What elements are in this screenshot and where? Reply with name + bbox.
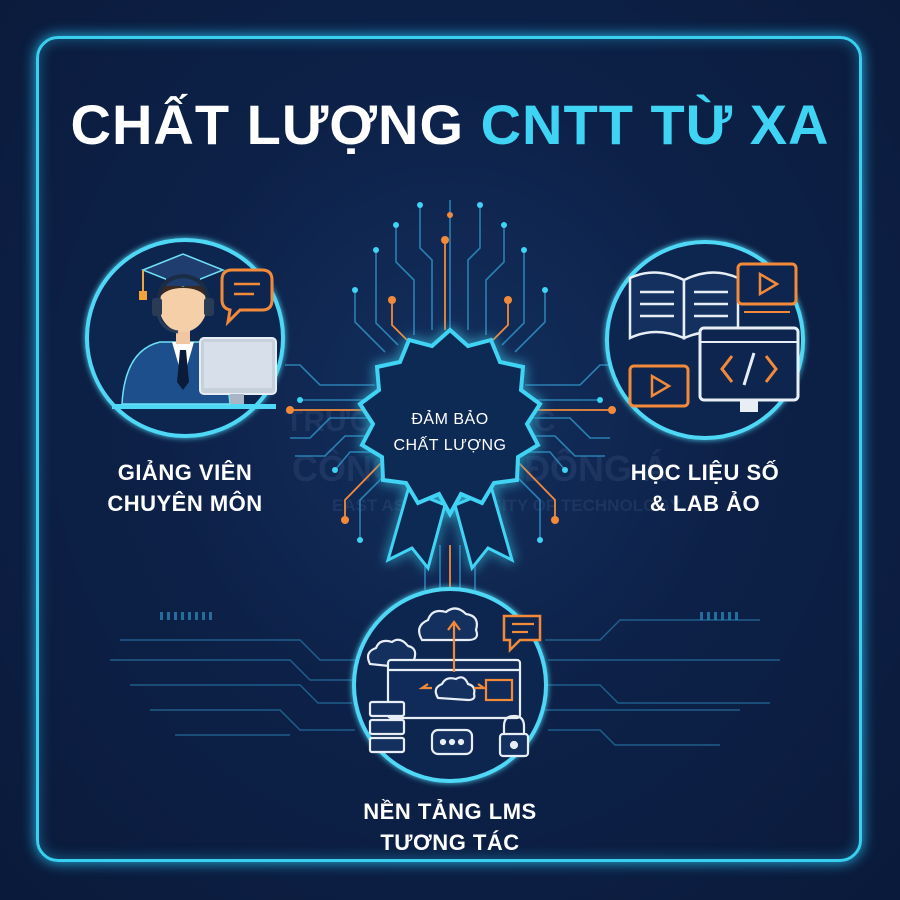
title-accent: CNTT TỪ XA xyxy=(480,93,830,156)
teacher-illustration xyxy=(112,253,277,409)
center-badge-label: ĐẢM BẢO CHẤT LƯỢNG xyxy=(360,407,540,459)
books-illustration xyxy=(628,262,800,412)
lock-icon xyxy=(498,714,530,758)
monitor-icon xyxy=(199,337,277,404)
neon-frame xyxy=(36,36,862,862)
server-icon xyxy=(368,700,406,754)
lms-illustration xyxy=(366,607,542,758)
pillar-left-label: GIẢNG VIÊN CHUYÊN MÔN xyxy=(85,457,285,519)
pillar-bottom-label: NỀN TẢNG LMS TƯƠNG TÁC xyxy=(340,796,560,858)
center-line2: CHẤT LƯỢNG xyxy=(393,437,507,454)
page-title: CHẤT LƯỢNG CNTT TỪ XA xyxy=(0,92,900,157)
code-window-icon xyxy=(698,326,800,412)
center-line1: ĐẢM BẢO xyxy=(411,411,489,428)
pillar-right-line2: & LAB ẢO xyxy=(649,491,761,516)
headset-icon xyxy=(156,273,210,306)
video-play-icon-small xyxy=(628,364,690,408)
pillar-bottom-line1: NỀN TẢNG LMS xyxy=(363,799,537,824)
ribbon-badge-icon xyxy=(357,327,543,572)
chat-bubble-icon-lms xyxy=(502,614,542,654)
video-play-icon xyxy=(736,262,798,313)
pillar-right-label: HỌC LIỆU SỐ & LAB ẢO xyxy=(605,457,805,519)
pillar-left-line1: GIẢNG VIÊN xyxy=(117,460,253,485)
pillar-bottom-line2: TƯƠNG TÁC xyxy=(380,830,520,855)
pillar-left-line2: CHUYÊN MÔN xyxy=(107,491,263,516)
title-main: CHẤT LƯỢNG xyxy=(70,93,465,156)
pillar-right-line1: HỌC LIỆU SỐ xyxy=(630,460,780,485)
chat-bubble-icon xyxy=(220,268,274,327)
